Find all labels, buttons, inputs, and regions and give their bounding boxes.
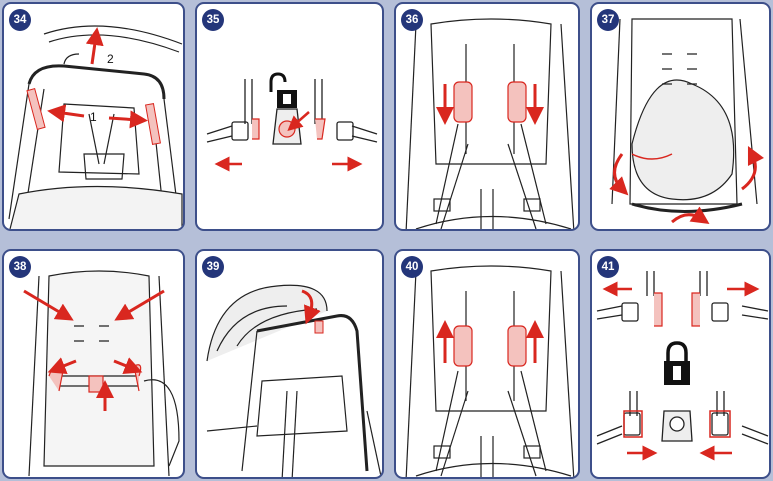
step-panel-40: 40 xyxy=(394,249,580,479)
seat-cover-fitting-illustration xyxy=(4,251,185,479)
step-number-badge: 37 xyxy=(597,9,619,31)
seat-cover-removal-illustration xyxy=(592,4,771,231)
step-panel-35: 35 xyxy=(195,2,384,231)
step-panel-38: 38 xyxy=(2,249,185,479)
harness-buckle-lock-illustration xyxy=(592,251,771,479)
step-panel-37: 37 xyxy=(590,2,771,231)
shoulder-pads-removal-illustration xyxy=(396,4,580,231)
harness-buckle-unlock-illustration xyxy=(197,4,384,231)
canopy-fitting-illustration xyxy=(197,251,384,479)
lock-icon xyxy=(664,343,690,385)
hinge-part xyxy=(146,104,161,145)
step-number-badge: 34 xyxy=(9,9,31,31)
step-panel-34: 34 1 2 xyxy=(2,2,185,231)
step-number-badge: 35 xyxy=(202,9,224,31)
step-number-badge: 41 xyxy=(597,256,619,278)
step-panel-36: 36 xyxy=(394,2,580,231)
step-panel-41: 41 xyxy=(590,249,771,479)
callout-label: 2 xyxy=(107,52,114,66)
callout-label: 1 xyxy=(90,110,97,124)
unlock-icon xyxy=(271,74,297,108)
hinge-part xyxy=(27,89,45,130)
step-number-badge: 36 xyxy=(401,9,423,31)
step-number-badge: 40 xyxy=(401,256,423,278)
shoulder-pads-fitting-illustration xyxy=(396,251,580,479)
step-number-badge: 38 xyxy=(9,256,31,278)
step-panel-39: 39 xyxy=(195,249,384,479)
step-number-badge: 39 xyxy=(202,256,224,278)
